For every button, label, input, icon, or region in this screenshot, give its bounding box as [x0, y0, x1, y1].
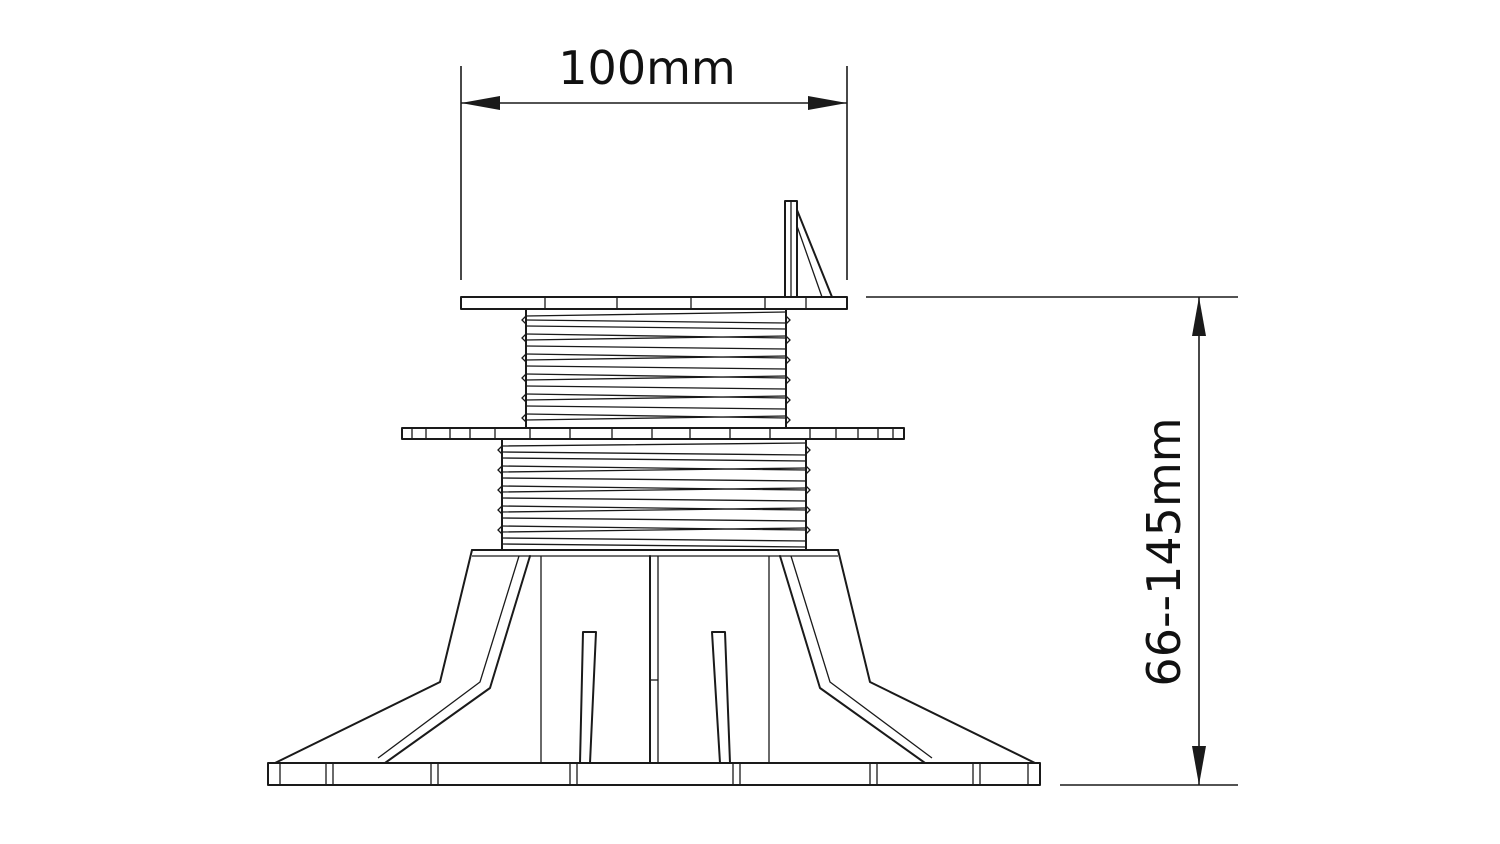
height-dimension: 66--145mm	[866, 296, 1238, 786]
pedestal	[267, 200, 1041, 786]
upper-thread	[521, 308, 791, 429]
top-plate	[460, 296, 848, 310]
spacer-tab	[784, 200, 833, 298]
width-label: 100mm	[558, 41, 735, 95]
height-arrow-top	[1192, 297, 1206, 336]
width-arrow-right	[808, 96, 847, 110]
middle-plate	[401, 427, 905, 440]
height-arrow-bottom	[1192, 746, 1206, 785]
base-body	[274, 549, 1036, 764]
width-arrow-left	[461, 96, 500, 110]
height-label: 66--145mm	[1137, 417, 1191, 686]
base-plate	[267, 762, 1041, 786]
width-dimension: 100mm	[460, 41, 848, 280]
lower-thread	[497, 438, 811, 551]
